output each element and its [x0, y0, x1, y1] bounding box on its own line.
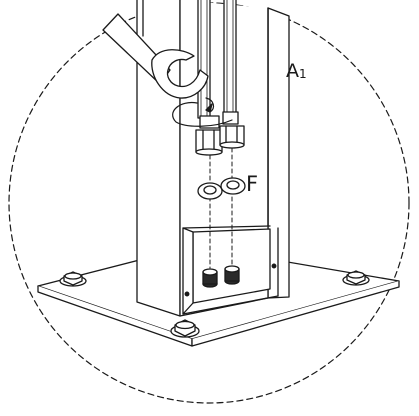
cabinet-a1 — [136, 0, 290, 317]
label-a1: A1 — [286, 60, 307, 82]
rotation-arrow — [172, 97, 233, 127]
inlet-fittings — [202, 265, 240, 288]
label-f: F — [246, 172, 259, 196]
washer-right — [220, 177, 246, 195]
wrench — [102, 13, 209, 99]
bolt-right — [342, 270, 370, 286]
washer-left — [197, 182, 223, 200]
guide-lines — [209, 147, 233, 269]
bolt-left — [59, 271, 87, 287]
hose-nut-left — [195, 115, 223, 156]
bolt-front — [170, 319, 200, 338]
hose-nut-right — [219, 111, 245, 149]
